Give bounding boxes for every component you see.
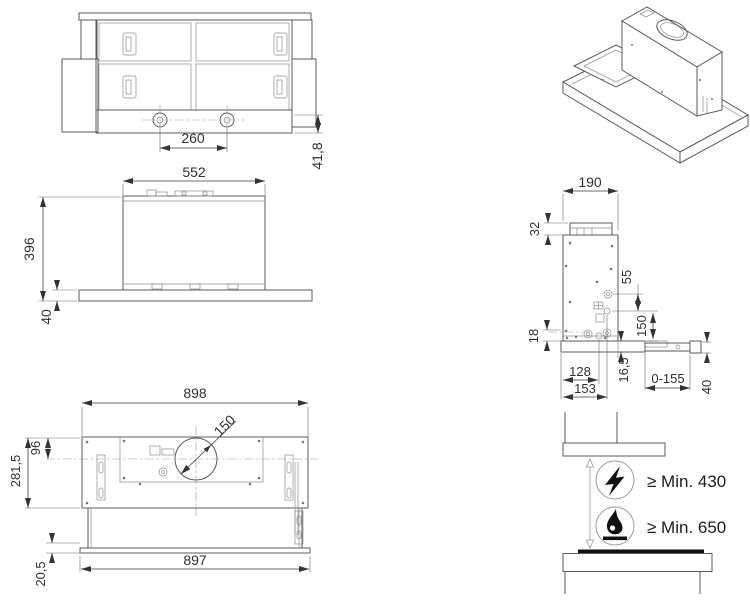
dim-visor-height: 40 (38, 309, 54, 325)
electric-clearance-label: ≥ Min. 430 (647, 472, 726, 491)
side-view-drawing: 190 32 (526, 174, 714, 400)
bottom-view-drawing: 260 41,8 (61, 12, 325, 170)
dim-hole-offset: 55 (619, 270, 634, 284)
dim-duct-diameter: 150 (211, 411, 239, 439)
dim-spigot-height: 32 (527, 222, 542, 236)
dim-plate-depth: 128 (569, 364, 591, 379)
dim-visor-width: 897 (183, 552, 207, 568)
front-view-drawing: 552 396 40 (21, 164, 313, 325)
side-screws (564, 241, 614, 340)
dim-base-offset: 18 (526, 329, 541, 343)
screw-points (85, 439, 305, 505)
burner-bar (603, 536, 627, 541)
dim-visor-plate-offset: 20,5 (33, 561, 48, 586)
flame-icon (606, 509, 623, 535)
duct-collar (656, 19, 688, 41)
dim-front-depth: 96 (28, 441, 43, 455)
top-view-drawing: 898 150 (8, 385, 318, 587)
dim-hole-spacing: 150 (634, 315, 649, 337)
dim-lamp-panel-height: 41,8 (309, 142, 325, 169)
gas-hob-symbol (595, 506, 635, 546)
isometric-view-drawing (561, 6, 750, 164)
dim-body-width: 552 (182, 164, 206, 180)
dim-body-depth: 190 (578, 174, 602, 190)
filter-handles (122, 32, 288, 99)
dim-lamp-distance: 260 (181, 130, 205, 146)
dim-pullout-range: 0-155 (651, 371, 684, 386)
electric-hob-symbol (595, 460, 635, 500)
dim-total-depth: 281,5 (8, 455, 23, 488)
iso-screws (602, 44, 713, 100)
clearance-view-drawing: ≥ Min. 430 ≥ Min. 650 (562, 412, 726, 594)
dim-body-height: 396 (21, 237, 37, 261)
dim-total-plate-depth: 153 (574, 381, 596, 396)
lightning-icon (605, 466, 625, 496)
dim-rail-height: 40 (699, 380, 714, 394)
cooktop-surface (578, 549, 704, 554)
gas-clearance-label: ≥ Min. 650 (647, 518, 726, 537)
dim-plate-thickness: 16,5 (616, 357, 631, 382)
dim-outer-width: 898 (183, 385, 207, 401)
